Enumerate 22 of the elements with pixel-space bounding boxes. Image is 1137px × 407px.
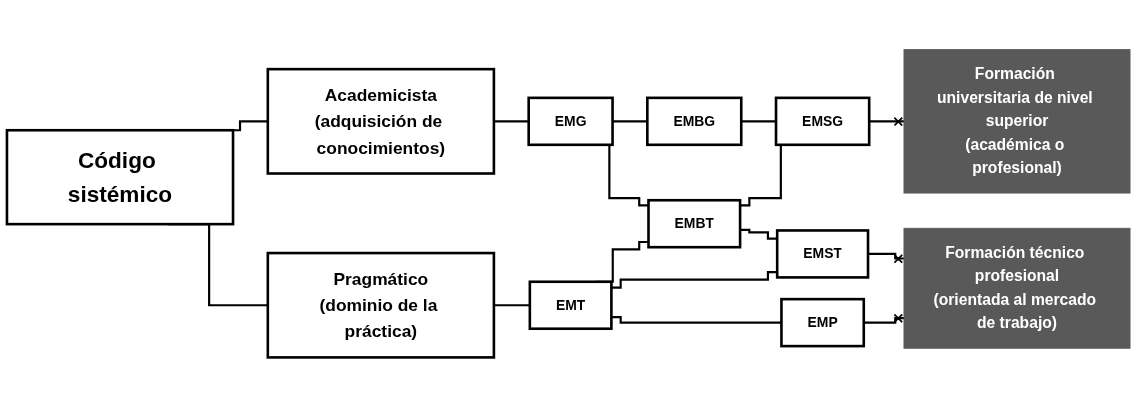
node-box: EMT [528,280,613,330]
connector [740,228,778,240]
node-box: EMG [527,96,614,147]
connector [612,120,648,123]
node-box: EMST [775,229,870,279]
node-box: Academicista (adquisición de conocimientos) [266,67,496,175]
connector [863,313,904,324]
connector [611,316,782,324]
node-box: EMP [780,297,866,348]
connector [741,120,777,123]
connector [611,271,778,289]
node-box: EMBT [647,198,742,249]
node-box: Pragmático (dominio de la práctica) [266,251,496,359]
node-box: Formación universitaria de nivel superior (académica o profesional) [903,49,1131,194]
node-box: EMSG [774,96,871,147]
connector [868,252,904,264]
node-box: EMBG [646,96,743,147]
node-box: Código sistémico [5,128,235,226]
node-box: Formación técnico profesional (orientada al mercado de trabajo) [903,227,1131,349]
connector [869,116,904,127]
connector [493,120,529,123]
connector [493,304,530,307]
